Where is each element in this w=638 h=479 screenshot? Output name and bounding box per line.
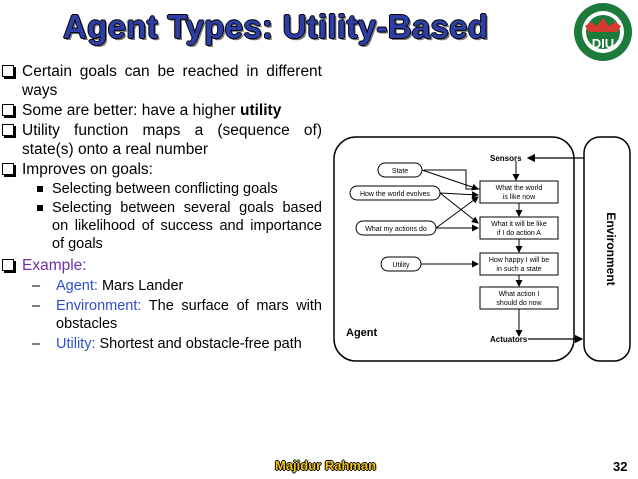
agent-boundary (333, 136, 575, 362)
agent-label: Agent (346, 327, 378, 339)
svg-text:in such a state: in such a state (496, 266, 541, 273)
bullet-filled-square-icon (37, 205, 43, 211)
bullet-filled-square-icon (37, 186, 43, 192)
svg-text:How happy I will be: How happy I will be (489, 257, 549, 264)
bullet-square-icon (2, 104, 14, 116)
sub-bullet-1: Selecting between conflicting goals (0, 180, 322, 198)
dash-icon: – (32, 336, 41, 352)
dash-icon: – (32, 298, 41, 314)
environment-boundary (583, 136, 631, 362)
page-number: 32 (613, 459, 628, 474)
slide-title: Agent Types: Utility-Based (63, 8, 489, 45)
svg-text:is like now: is like now (503, 194, 536, 201)
example-environment: – Environment: The surface of mars with … (32, 298, 322, 332)
bullet-square-icon (2, 259, 14, 271)
university-logo: DIU (574, 3, 632, 61)
svg-text:What the world: What the world (496, 185, 543, 192)
bullet-3: Utility function maps a (sequence of) st… (0, 121, 322, 159)
svg-text:should do now: should do now (496, 300, 542, 307)
bullet-example: Example: (0, 256, 322, 275)
environment-label: Environment (604, 212, 618, 285)
bullet-4: Improves on goals: (0, 160, 322, 179)
bullet-square-icon (2, 124, 14, 136)
svg-text:if I do action A: if I do action A (497, 230, 541, 237)
bullet-square-icon (2, 163, 14, 175)
bullet-1: Certain goals can be reached in differen… (0, 62, 322, 100)
svg-text:Utility: Utility (392, 262, 410, 269)
actuators-label: Actuators (490, 335, 528, 344)
footer-author: Majidur Rahman (275, 458, 377, 473)
bullet-square-icon (2, 65, 14, 77)
bullet-2: Some are better: have a higher utility (0, 101, 322, 120)
slide-content: Certain goals can be reached in differen… (0, 62, 322, 353)
svg-text:What action I: What action I (499, 291, 540, 298)
dash-icon: – (32, 278, 41, 294)
svg-text:State: State (392, 168, 408, 175)
utility-agent-diagram: Environment Sensors Actuators Agent Stat… (326, 131, 636, 368)
svg-text:What my actions do: What my actions do (365, 226, 427, 233)
sensors-label: Sensors (490, 154, 522, 163)
logo-text: DIU (592, 36, 614, 51)
example-utility: – Utility: Shortest and obstacle-free pa… (32, 336, 302, 352)
svg-text:What it will be like: What it will be like (491, 221, 547, 228)
sub-bullet-2: Selecting between several goals based on… (0, 199, 322, 253)
example-agent: – Agent: Mars Lander (32, 278, 184, 294)
svg-text:How the world evolves: How the world evolves (360, 191, 431, 198)
